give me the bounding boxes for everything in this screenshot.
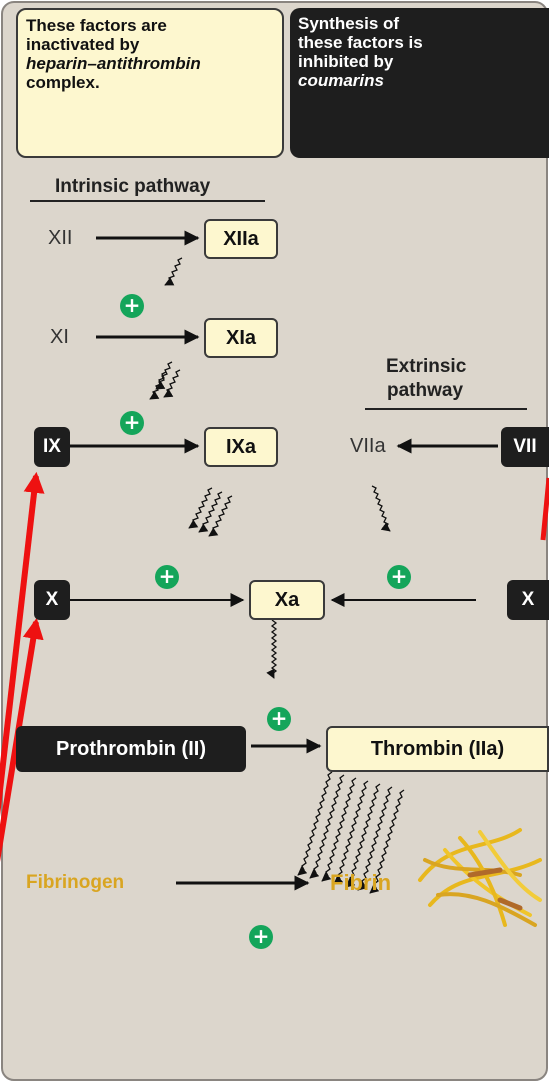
squiggle-thrombin-fibrinogen-2 — [309, 774, 345, 879]
intrinsic-pathway-title: Intrinsic pathway — [55, 176, 211, 197]
squiggle-thrombin-fibrinogen-1 — [297, 771, 333, 876]
fibrin-label: Fibrin — [330, 870, 392, 895]
extrinsic-pathway-title-line2: pathway — [387, 380, 464, 401]
factor-xa-box: Xa — [249, 580, 325, 620]
factor-vii-box: VII — [501, 427, 549, 467]
squiggle-thrombin-fibrinogen-5 — [345, 783, 381, 888]
legend-heparin-line3: heparin–antithrombin — [26, 54, 201, 73]
red-arrow-to-vii — [540, 477, 549, 541]
legend-coumarin-line1: Synthesis of — [298, 14, 400, 33]
squiggle-xia-ix-3 — [149, 371, 167, 400]
squiggle-thrombin-fibrinogen-7 — [369, 789, 405, 894]
legend-heparin-box: These factors are inactivated by heparin… — [16, 8, 284, 158]
red-arrow-to-x — [0, 617, 44, 862]
squiggle-thrombin-fibrinogen-6 — [357, 786, 393, 891]
squiggle-ixa-x-1 — [188, 487, 213, 529]
plus-badge-prothrombin: + — [267, 707, 291, 731]
red-arrow-to-ix — [0, 471, 45, 817]
legend-coumarin-box: Synthesis of these factors is inhibited … — [290, 8, 549, 158]
squiggle-thrombin-fibrinogen-3 — [321, 777, 357, 882]
plus-badge-fibrinogen: + — [249, 925, 273, 949]
factor-x-right-box: X — [507, 580, 549, 620]
squiggle-ixa-x-2 — [198, 491, 223, 533]
extrinsic-pathway-title-line1: Extrinsic — [386, 356, 467, 377]
factor-xi-label: XI — [50, 326, 69, 348]
prothrombin-box: Prothrombin (II) — [16, 726, 246, 772]
plus-badge-x-intrinsic: + — [155, 565, 179, 589]
fibrin-mesh-illustration — [418, 828, 542, 927]
plus-badge-ix: + — [120, 411, 144, 435]
squiggle-viia-x — [371, 485, 391, 532]
squiggle-xa-prothrombin — [266, 619, 278, 679]
squiggle-ixa-x-3 — [208, 495, 233, 537]
factor-xiia-box: XIIa — [204, 219, 278, 259]
squiggle-xiia-xi — [164, 257, 183, 286]
thrombin-box: Thrombin (IIa) — [326, 726, 549, 772]
plus-badge-x-extrinsic: + — [387, 565, 411, 589]
legend-heparin-line4: complex. — [26, 73, 100, 92]
legend-coumarin-line2: these factors is — [298, 33, 423, 52]
squiggle-thrombin-fibrinogen-4 — [333, 780, 369, 885]
factor-ix-box: IX — [34, 427, 70, 467]
legend-coumarin-line4: coumarins — [298, 71, 384, 90]
legend-heparin-line2: inactivated by — [26, 35, 140, 54]
factor-ixa-box: IXa — [204, 427, 278, 467]
plus-badge-xi: + — [120, 294, 144, 318]
legend-heparin-line1: These factors are — [26, 16, 167, 35]
factor-xia-box: XIa — [204, 318, 278, 358]
factor-x-left-box: X — [34, 580, 70, 620]
squiggle-xia-ix-2 — [163, 369, 181, 398]
legend-coumarin-line3: inhibited by — [298, 52, 394, 71]
fibrinogen-label: Fibrinogen — [26, 872, 125, 893]
factor-xii-label: XII — [48, 227, 73, 249]
factor-viia-label: VIIa — [350, 435, 386, 457]
